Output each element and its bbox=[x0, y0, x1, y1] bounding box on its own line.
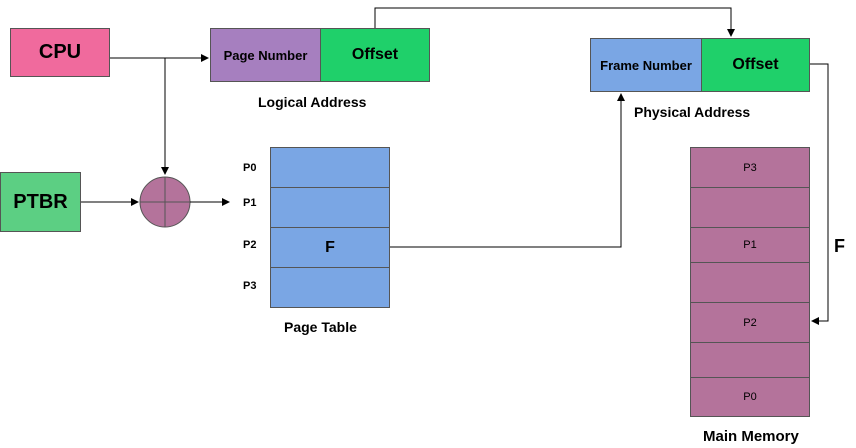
page-table-row-label: P1 bbox=[243, 197, 257, 209]
main-memory-caption: Main Memory bbox=[703, 428, 799, 445]
physical-address-caption: Physical Address bbox=[634, 104, 751, 120]
memory-frame: P1 bbox=[690, 227, 810, 263]
page-table-row bbox=[270, 147, 390, 188]
page-table-row bbox=[270, 187, 390, 228]
page-table-row-label: P0 bbox=[243, 162, 257, 174]
memory-frame: P2 bbox=[690, 302, 810, 343]
memory-frame bbox=[690, 262, 810, 303]
memory-frame: P0 bbox=[690, 377, 810, 417]
frame-to-physical-arrow bbox=[390, 93, 625, 248]
frame-arrow-label: F bbox=[834, 236, 845, 256]
memory-frame: P3 bbox=[690, 147, 810, 188]
adder-circle bbox=[139, 176, 191, 228]
page-table-caption: Page Table bbox=[284, 319, 357, 335]
offset-copy-arrow bbox=[374, 7, 735, 37]
page-table-row: F bbox=[270, 227, 390, 268]
memory-frame bbox=[690, 342, 810, 378]
page-table-row bbox=[270, 267, 390, 308]
page-table-row-label: P3 bbox=[243, 280, 257, 292]
logical-address-caption: Logical Address bbox=[258, 94, 367, 110]
logical-offset-field: Offset bbox=[320, 28, 430, 82]
memory-frame bbox=[690, 187, 810, 228]
physical-frame-number-field: Frame Number bbox=[590, 38, 702, 92]
ptbr-box: PTBR bbox=[0, 172, 81, 232]
logical-page-number-field: Page Number bbox=[210, 28, 321, 82]
cpu-box: CPU bbox=[10, 28, 110, 77]
page-table-row-label: P2 bbox=[243, 239, 257, 251]
physical-offset-field: Offset bbox=[701, 38, 810, 92]
physical-to-memory-arrow bbox=[810, 63, 829, 325]
